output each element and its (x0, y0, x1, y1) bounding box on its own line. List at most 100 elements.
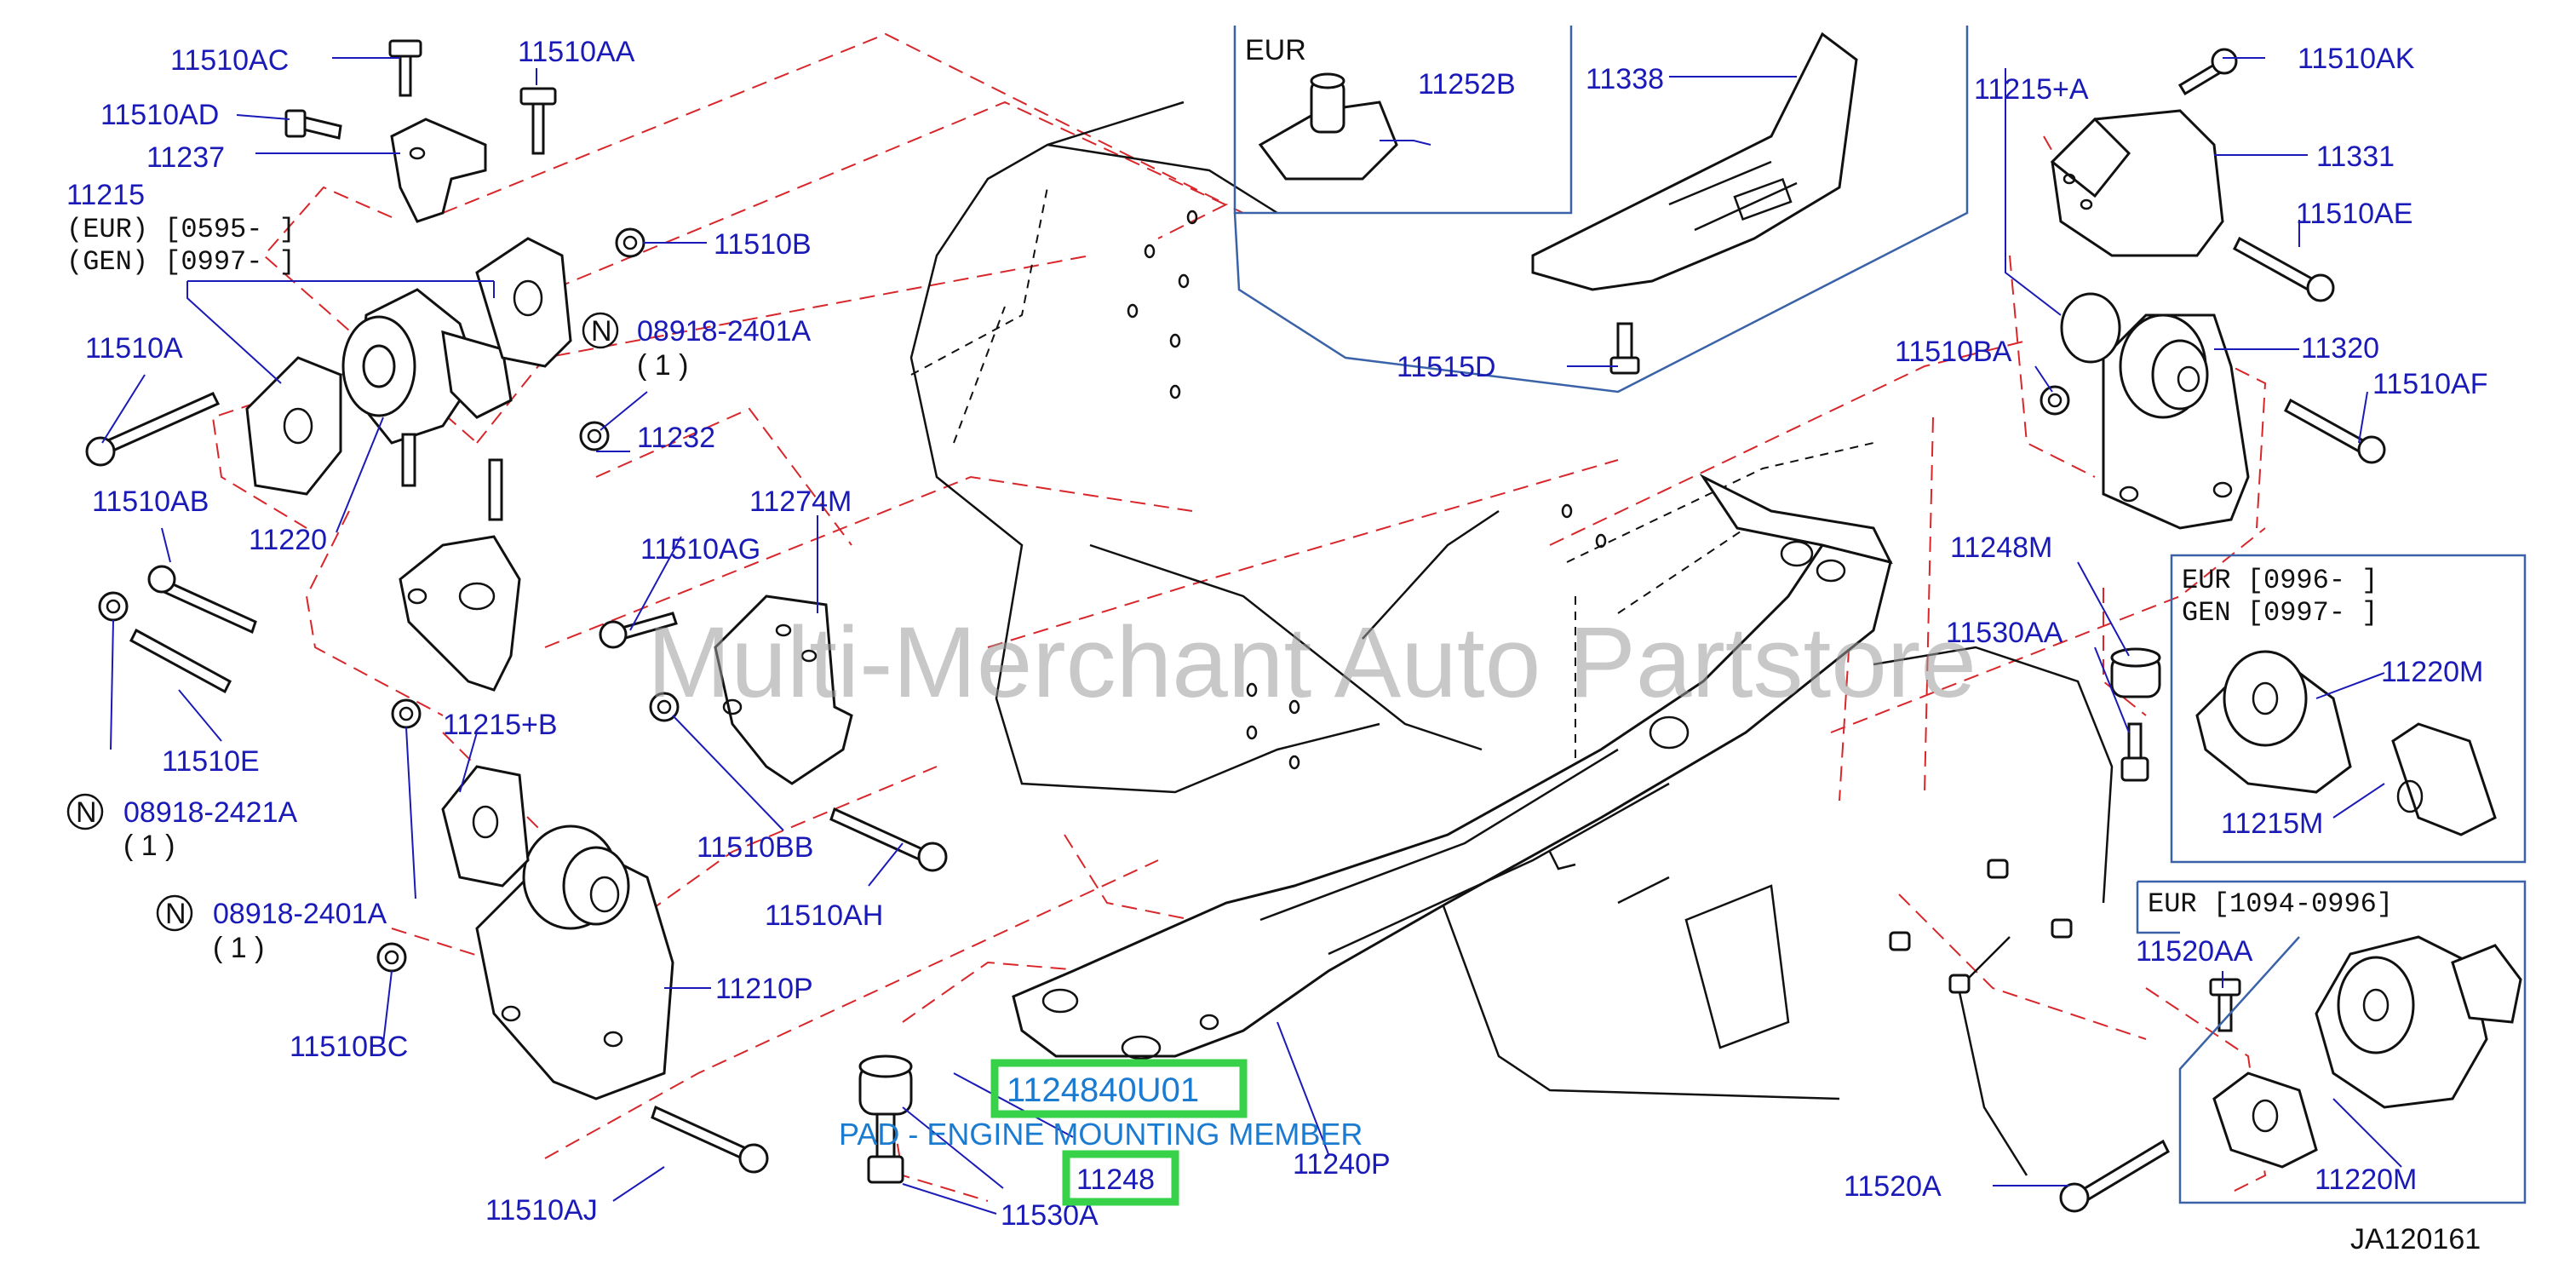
label-08918-2421a-qty: ( 1 ) (123, 830, 175, 862)
label-11510ac: 11510AC (170, 44, 289, 77)
label-08918-2401a-top-qty: ( 1 ) (637, 349, 688, 382)
bolt-11510ae (2233, 236, 2335, 302)
eur-gen-box-0996: EUR [0996- ] GEN [0997- ] (2170, 554, 2527, 864)
pad-11248-highlight-part (858, 1054, 913, 1184)
mount-11210p (475, 824, 674, 1100)
label-11510a: 11510A (85, 332, 183, 365)
bolt-11510ab (147, 565, 257, 635)
engine-outline (909, 101, 2114, 1176)
part-11338-bracket (1531, 32, 1858, 291)
label-11510e: 11510E (162, 745, 260, 778)
nut-11510b (615, 227, 645, 258)
label-11510ag: 11510AG (640, 533, 760, 566)
bolt-11510ah (829, 807, 948, 872)
pad-11215a (2060, 292, 2121, 364)
callout-labels: 11510AC 11510AA 11510AD 11237 11215 (EUR… (66, 36, 2487, 1255)
label-08918-2421a: 08918-2421A (123, 796, 298, 829)
nut-11510bb (649, 692, 680, 722)
label-08918-2401a-top: 08918-2401A (637, 315, 812, 348)
label-11215-gen: (GEN) [0997- ] (66, 246, 295, 278)
label-11510aj: 11510AJ (485, 1194, 598, 1227)
n-symbol-2421a-letter: N (76, 796, 97, 829)
label-11510ab: 11510AB (92, 485, 209, 518)
label-11237: 11237 (146, 141, 225, 174)
label-11232: 11232 (637, 422, 715, 454)
highlight-callout[interactable]: 1124840U01 PAD - ENGINE MOUNTING MEMBER … (839, 1059, 1363, 1206)
box1-line1: EUR [0996- ] (2182, 565, 2378, 596)
bolt-11520aa (2209, 978, 2241, 1032)
pad-11215b (441, 765, 530, 888)
bracket-11237 (390, 118, 487, 223)
label-11215: 11215 (66, 179, 145, 211)
mount-11331 (2050, 109, 2224, 257)
label-11215b: 11215+B (443, 709, 558, 741)
label-11515d: 11515D (1397, 351, 1496, 383)
n-symbol-top (582, 312, 619, 349)
label-11510ak: 11510AK (2298, 43, 2415, 75)
n-symbol-2421a (66, 793, 104, 830)
label-11220: 11220 (249, 524, 327, 556)
nut-11510ba (2040, 385, 2070, 416)
pad-11215-left (245, 356, 342, 496)
nut-08918-2401a-low (391, 698, 422, 729)
label-11510ae: 11510AE (2296, 198, 2412, 230)
highlight-part-number[interactable]: 1124840U01 (1007, 1072, 1199, 1109)
label-11510ah: 11510AH (765, 899, 883, 932)
bolt-11510ak (2177, 48, 2238, 96)
part-number-box[interactable] (990, 1059, 1248, 1118)
crossmember-studs (1889, 859, 2073, 994)
diagram-id: JA120161 (2350, 1223, 2481, 1255)
right-bolts (1889, 48, 2386, 1213)
label-11510bb: 11510BB (697, 831, 813, 864)
crossmember-11240p (1012, 474, 1893, 1060)
label-11510aa: 11510AA (518, 36, 635, 68)
bolt-11510ag (599, 612, 678, 649)
bolt-11510ad (284, 109, 342, 140)
left-bolts (85, 39, 948, 1174)
label-08918-2401a-low-qty: ( 1 ) (213, 932, 264, 964)
bracket-11232 (399, 535, 521, 692)
mount-11320 (2102, 313, 2250, 530)
bolt-11510e (129, 628, 232, 694)
mount-11220-assembly (341, 288, 513, 521)
engine-bolt-holes (1127, 210, 1607, 770)
label-11520a: 11520A (1844, 1170, 1942, 1203)
label-11240p: 11240P (1293, 1148, 1391, 1181)
n-symbol-2401a-low (156, 894, 193, 932)
label-11210p: 11210P (715, 973, 813, 1005)
bracket-11274m (714, 595, 853, 785)
leader-lines (101, 57, 2402, 1215)
label-11520aa: 11520AA (2136, 935, 2253, 968)
bolt-11515d (1609, 322, 1640, 375)
label-11215-eur: (EUR) [0595- ] (66, 214, 295, 245)
bolt-11510af (2284, 398, 2386, 464)
n-symbol-top-letter: N (591, 315, 612, 348)
eur-top-box: EUR (1233, 26, 1969, 394)
pad-11215-right (475, 237, 572, 368)
label-11252b: 11252B (1418, 68, 1516, 101)
label-11510ba: 11510BA (1895, 336, 2012, 368)
label-11220m-a: 11220M (2381, 656, 2483, 688)
bolt-11510ac (388, 39, 422, 97)
label-11248[interactable]: 11248 (1076, 1163, 1155, 1196)
label-11215m: 11215M (2221, 807, 2323, 840)
label-11331: 11331 (2316, 141, 2395, 173)
bolt-11510aa (519, 87, 557, 155)
pad-11248m (2110, 647, 2161, 698)
part-11252b-clip (1258, 72, 1398, 181)
label-11510b: 11510B (714, 228, 812, 261)
label-11320: 11320 (2301, 332, 2379, 365)
label-11274m: 11274M (749, 485, 852, 518)
nut-08918-2421a (98, 591, 129, 622)
label-11215a: 11215+A (1974, 73, 2089, 106)
label-08918-2401a-low: 08918-2401A (213, 898, 387, 930)
n-symbol-2401a-low-letter: N (165, 898, 186, 930)
bolt-11520a (2059, 1139, 2170, 1213)
box1-line2: GEN [0997- ] (2182, 597, 2378, 629)
ref-11248-box[interactable] (1062, 1150, 1179, 1206)
label-11338: 11338 (1586, 63, 1664, 95)
box2-title: EUR [1094-0996] (2148, 888, 2393, 920)
eur-box-1094-0996: EUR [1094-0996] (2136, 880, 2527, 1204)
label-11510af: 11510AF (2372, 368, 2487, 400)
